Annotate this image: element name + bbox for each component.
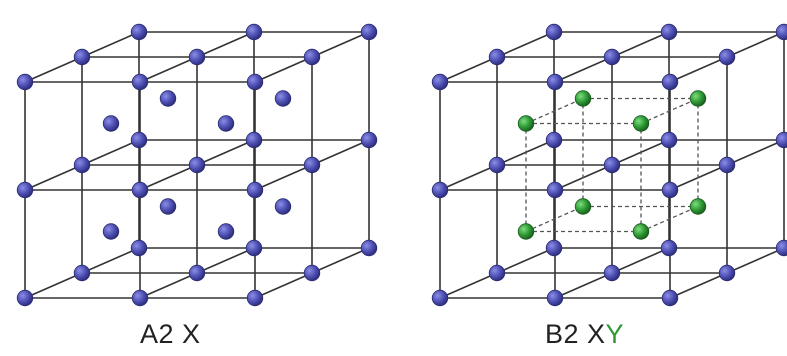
a2-caption: A2 X bbox=[140, 318, 201, 350]
x-atom bbox=[545, 131, 563, 149]
x-atom bbox=[246, 181, 264, 199]
x-atom bbox=[159, 198, 177, 215]
x-atom bbox=[159, 90, 177, 107]
x-atom bbox=[303, 156, 321, 174]
y-atom bbox=[632, 223, 650, 240]
x-atom bbox=[660, 23, 678, 41]
b2-caption-x: B2 X bbox=[545, 319, 606, 349]
x-atom bbox=[246, 73, 264, 91]
x-atom bbox=[360, 131, 378, 149]
x-atom bbox=[661, 181, 679, 199]
x-atom bbox=[130, 239, 148, 257]
x-atom bbox=[661, 289, 679, 307]
x-atom bbox=[217, 115, 235, 132]
y-atom bbox=[517, 223, 535, 240]
x-atom bbox=[660, 239, 678, 257]
y-atom bbox=[517, 115, 535, 132]
x-atom bbox=[245, 239, 263, 257]
x-atom bbox=[16, 73, 34, 91]
x-atom bbox=[73, 48, 91, 66]
x-atom bbox=[603, 264, 621, 282]
x-atom bbox=[188, 48, 206, 66]
sublattice-edge bbox=[640, 97, 699, 125]
x-atom bbox=[775, 239, 787, 257]
x-atom bbox=[131, 289, 149, 307]
x-atom bbox=[360, 23, 378, 41]
x-atom bbox=[775, 23, 787, 41]
x-atom bbox=[303, 264, 321, 282]
x-atom bbox=[131, 73, 149, 91]
x-atom bbox=[274, 198, 292, 215]
x-atom bbox=[102, 115, 120, 132]
b2-sublattice-lines bbox=[525, 97, 699, 233]
sublattice-edge bbox=[525, 97, 584, 125]
x-atom bbox=[488, 48, 506, 66]
x-atom bbox=[603, 48, 621, 66]
x-atom bbox=[488, 264, 506, 282]
b2-lattice bbox=[431, 23, 787, 307]
x-atom bbox=[246, 289, 264, 307]
x-atom bbox=[131, 181, 149, 199]
b2-atoms bbox=[431, 23, 787, 307]
b2-caption-y: Y bbox=[605, 319, 625, 349]
x-atom bbox=[130, 131, 148, 149]
y-atom bbox=[574, 90, 592, 107]
x-atom bbox=[245, 23, 263, 41]
x-atom bbox=[16, 181, 34, 199]
y-atom bbox=[689, 90, 707, 107]
a2-lattice bbox=[16, 23, 378, 307]
x-atom bbox=[775, 131, 787, 149]
x-atom bbox=[188, 156, 206, 174]
x-atom bbox=[488, 156, 506, 174]
x-atom bbox=[245, 131, 263, 149]
x-atom bbox=[303, 48, 321, 66]
x-atom bbox=[73, 264, 91, 282]
x-atom bbox=[274, 90, 292, 107]
x-atom bbox=[73, 156, 91, 174]
x-atom bbox=[546, 181, 564, 199]
x-atom bbox=[431, 289, 449, 307]
x-atom bbox=[16, 289, 34, 307]
x-atom bbox=[188, 264, 206, 282]
x-atom bbox=[102, 223, 120, 240]
x-atom bbox=[431, 181, 449, 199]
a2-atoms bbox=[16, 23, 378, 307]
x-atom bbox=[217, 223, 235, 240]
x-atom bbox=[130, 23, 148, 41]
a2-caption-text: A2 X bbox=[140, 319, 201, 349]
x-atom bbox=[603, 156, 621, 174]
x-atom bbox=[545, 239, 563, 257]
x-atom bbox=[546, 73, 564, 91]
x-atom bbox=[431, 73, 449, 91]
x-atom bbox=[545, 23, 563, 41]
sublattice-edge bbox=[525, 205, 584, 233]
y-atom bbox=[689, 198, 707, 215]
x-atom bbox=[661, 73, 679, 91]
x-atom bbox=[718, 156, 736, 174]
x-atom bbox=[718, 48, 736, 66]
x-atom bbox=[546, 289, 564, 307]
y-atom bbox=[632, 115, 650, 132]
x-atom bbox=[718, 264, 736, 282]
sublattice-edge bbox=[640, 205, 699, 233]
y-atom bbox=[574, 198, 592, 215]
b2-caption: B2 XY bbox=[545, 318, 624, 350]
x-atom bbox=[360, 239, 378, 257]
x-atom bbox=[660, 131, 678, 149]
